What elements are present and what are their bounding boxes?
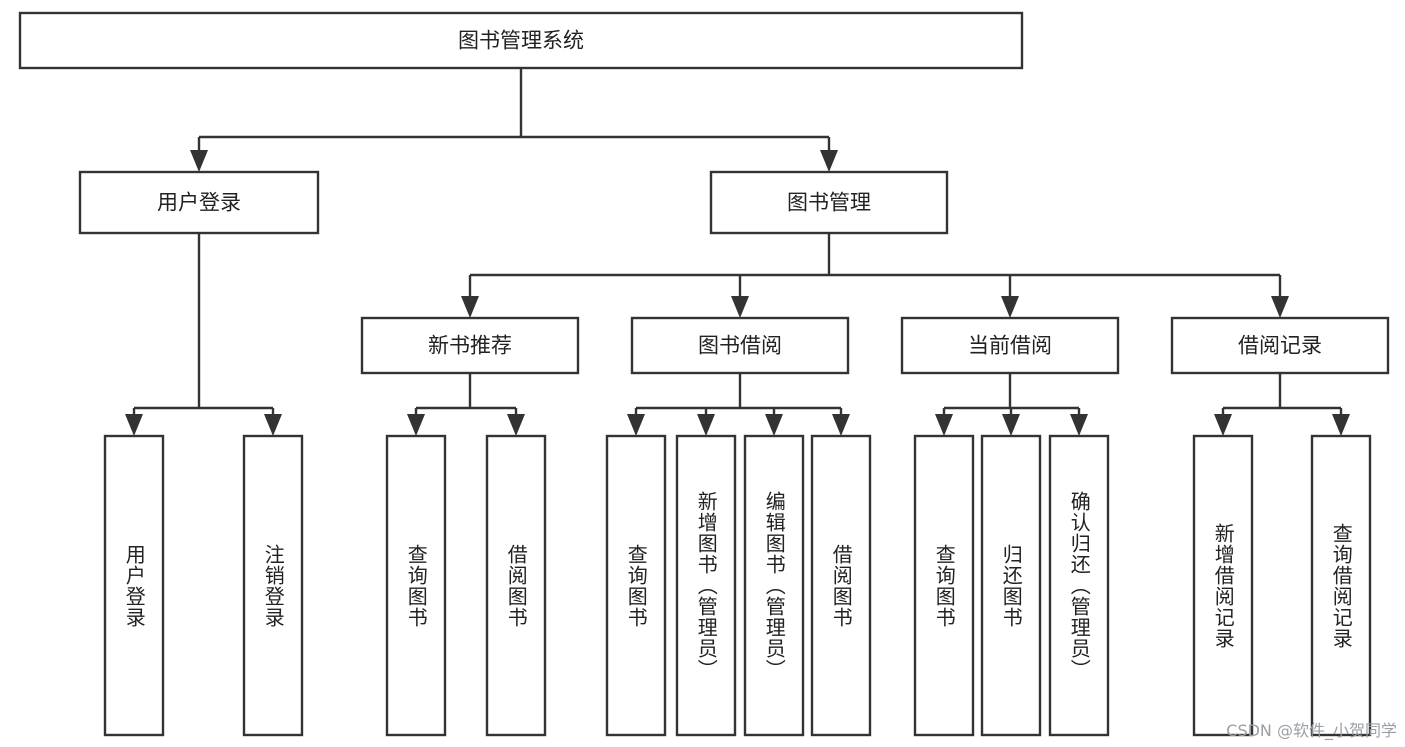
arrow-head-icon-leaf-3-0 [935, 414, 953, 436]
arrow-head-icon-leaf-3-2 [1070, 414, 1088, 436]
node-box-leaf-3[interactable] [485, 434, 547, 737]
arrow-head-icon-leaf-0-1 [264, 414, 282, 436]
node-label-root: 图书管理系统 [458, 29, 584, 53]
node-box-l2-0[interactable] [78, 170, 320, 235]
node-label-l2-1: 图书管理 [787, 191, 871, 215]
arrow-head-icon-leaf-2-0 [627, 414, 645, 436]
arrow-head-icon-leaf-2-3 [832, 414, 850, 436]
arrow-head-icon-leaf-1-1 [507, 414, 525, 436]
node-label-l3-0: 新书推荐 [428, 334, 512, 358]
node-box-l3-2[interactable] [900, 316, 1120, 375]
node-box-leaf-8[interactable] [913, 434, 975, 737]
node-box-leaf-4[interactable] [605, 434, 667, 737]
arrow-head-icon-leaf-3-1 [1002, 414, 1020, 436]
node-label-l3-3: 借阅记录 [1238, 334, 1322, 358]
arrow-head-icon-l2-0 [190, 150, 208, 172]
node-label-l3-1: 图书借阅 [698, 334, 782, 358]
node-box-l3-3[interactable] [1170, 316, 1390, 375]
arrow-head-icon-leaf-0-0 [125, 414, 143, 436]
node-box-leaf-2[interactable] [385, 434, 447, 737]
node-box-leaf-5[interactable] [675, 434, 737, 737]
arrow-head-icon-l3-3 [1271, 296, 1289, 318]
node-label-l3-2: 当前借阅 [968, 334, 1052, 358]
arrow-head-icon-leaf-4-0 [1214, 414, 1232, 436]
node-box-leaf-9[interactable] [980, 434, 1042, 737]
watermark-text: CSDN @软件_小贺同学 [1226, 721, 1397, 740]
node-box-leaf-11[interactable] [1192, 434, 1254, 737]
node-box-leaf-6[interactable] [743, 434, 805, 737]
connector-group [125, 68, 1350, 436]
node-box-l3-1[interactable] [630, 316, 850, 375]
arrow-head-icon-l2-1 [820, 150, 838, 172]
node-box-l3-0[interactable] [360, 316, 580, 375]
node-box-group [18, 11, 1390, 737]
arrow-head-icon-leaf-2-2 [765, 414, 783, 436]
node-label-l2-0: 用户登录 [157, 191, 241, 215]
arrow-head-icon-l3-2 [1001, 296, 1019, 318]
node-box-leaf-10[interactable] [1048, 434, 1110, 737]
node-box-leaf-0[interactable] [103, 434, 165, 737]
node-box-leaf-12[interactable] [1310, 434, 1372, 737]
node-box-l2-1[interactable] [709, 170, 949, 235]
arrow-head-icon-leaf-2-1 [697, 414, 715, 436]
node-box-leaf-7[interactable] [810, 434, 872, 737]
arrow-head-icon-leaf-1-0 [407, 414, 425, 436]
arrow-head-icon-l3-1 [731, 296, 749, 318]
node-box-root[interactable] [18, 11, 1024, 70]
arrow-head-icon-l3-0 [461, 296, 479, 318]
node-box-leaf-1[interactable] [242, 434, 304, 737]
arrow-head-icon-leaf-4-1 [1332, 414, 1350, 436]
